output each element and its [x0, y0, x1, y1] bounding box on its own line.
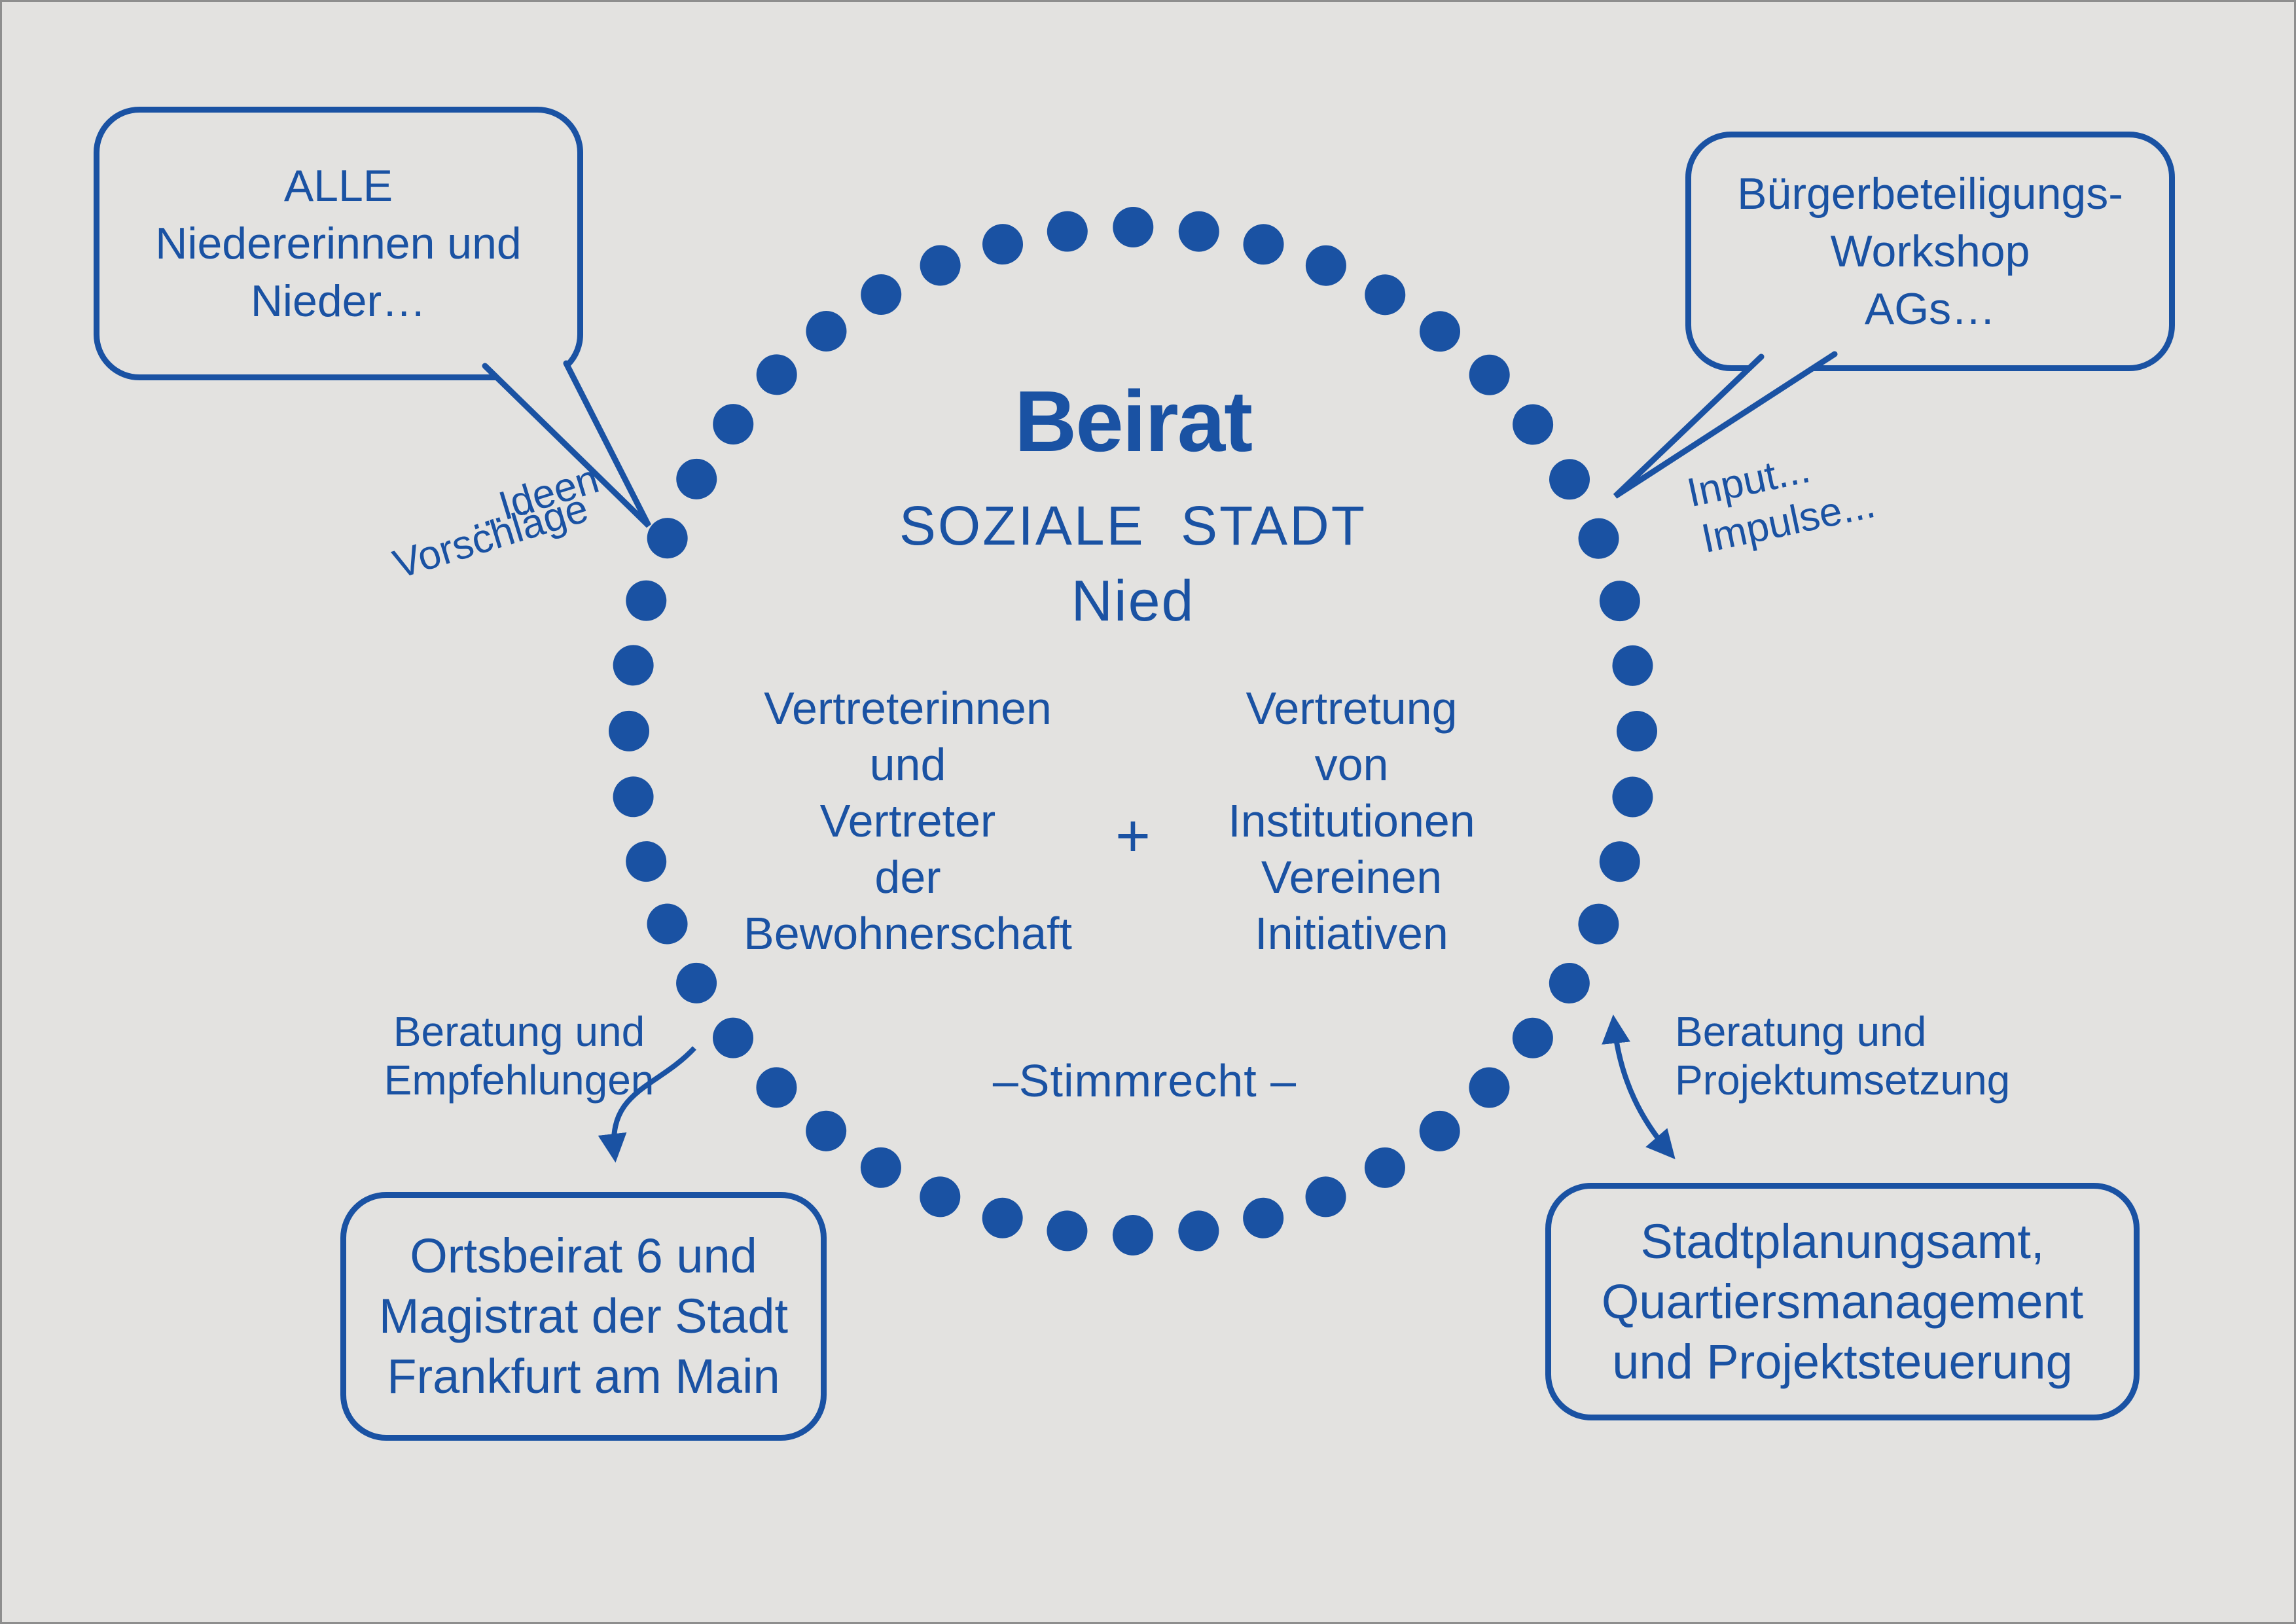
plus-sign: + — [1115, 803, 1151, 869]
box-ortsbeirat: Ortsbeirat 6 und Magistrat der Stadt Fra… — [340, 1192, 827, 1441]
column-line: Vertretung — [1246, 683, 1458, 734]
bubble-line: Bürgerbeteiligungs- — [1737, 169, 2123, 219]
circle-subtitle-nied: Nied — [1071, 568, 1195, 633]
label-beratung-empfehlungen: Beratung und Empfehlungen — [316, 1007, 722, 1104]
column-line: Bewohnerschaft — [744, 908, 1072, 959]
members-right-column: Vertretung von Institutionen Vereinen In… — [1090, 680, 1613, 962]
speech-bubble-residents: ALLE Niedererinnen und Nieder… — [94, 107, 583, 380]
arrow-stadtplanungsamt — [1602, 1014, 1676, 1159]
column-line: der — [874, 852, 941, 903]
bubble-line: AGs… — [1864, 284, 1996, 334]
box-line: Frankfurt am Main — [387, 1349, 780, 1403]
column-line: Institutionen — [1228, 795, 1475, 846]
circle-title: Beirat — [1014, 373, 1253, 469]
column-line: Vertreterinnen — [764, 683, 1052, 734]
box-line: Stadtplanungsamt, — [1640, 1214, 2045, 1269]
label-beratung-projektumsetzung: Beratung und Projektumsetzung — [1675, 1007, 2172, 1104]
box-line: Ortsbeirat 6 und — [410, 1229, 757, 1283]
column-line: und — [869, 739, 946, 790]
box-line: Quartiersmanagement — [1601, 1274, 2084, 1329]
voting-note: –Stimmrecht – — [992, 1055, 1297, 1106]
column-line: von — [1314, 739, 1389, 790]
box-line: Magistrat der Stadt — [378, 1289, 789, 1343]
bubble-line: Nieder… — [250, 276, 427, 326]
label-line: Beratung und — [393, 1008, 645, 1055]
circle-subtitle: SOZIALE STADT — [899, 495, 1367, 556]
box-line: und Projektsteuerung — [1612, 1334, 2073, 1389]
members-left-column: Vertreterinnen und Vertreter der Bewohne… — [613, 680, 1202, 962]
speech-bubble-workshop: Bürgerbeteiligungs- Workshop AGs… — [1685, 132, 2175, 371]
column-line: Vereinen — [1261, 852, 1443, 903]
bubble-line: ALLE — [283, 161, 393, 211]
bubble-line: Niedererinnen und — [155, 219, 522, 268]
box-stadtplanungsamt: Stadtplanungsamt, Quartiersmanagement un… — [1545, 1183, 2140, 1420]
label-line: Empfehlungen — [384, 1056, 655, 1104]
column-line: Initiativen — [1255, 908, 1448, 959]
label-line: Projektumsetzung — [1675, 1056, 2011, 1104]
column-line: Vertreter — [819, 795, 996, 846]
bubble-line: Workshop — [1830, 226, 2030, 276]
label-line: Beratung und — [1675, 1008, 1927, 1055]
